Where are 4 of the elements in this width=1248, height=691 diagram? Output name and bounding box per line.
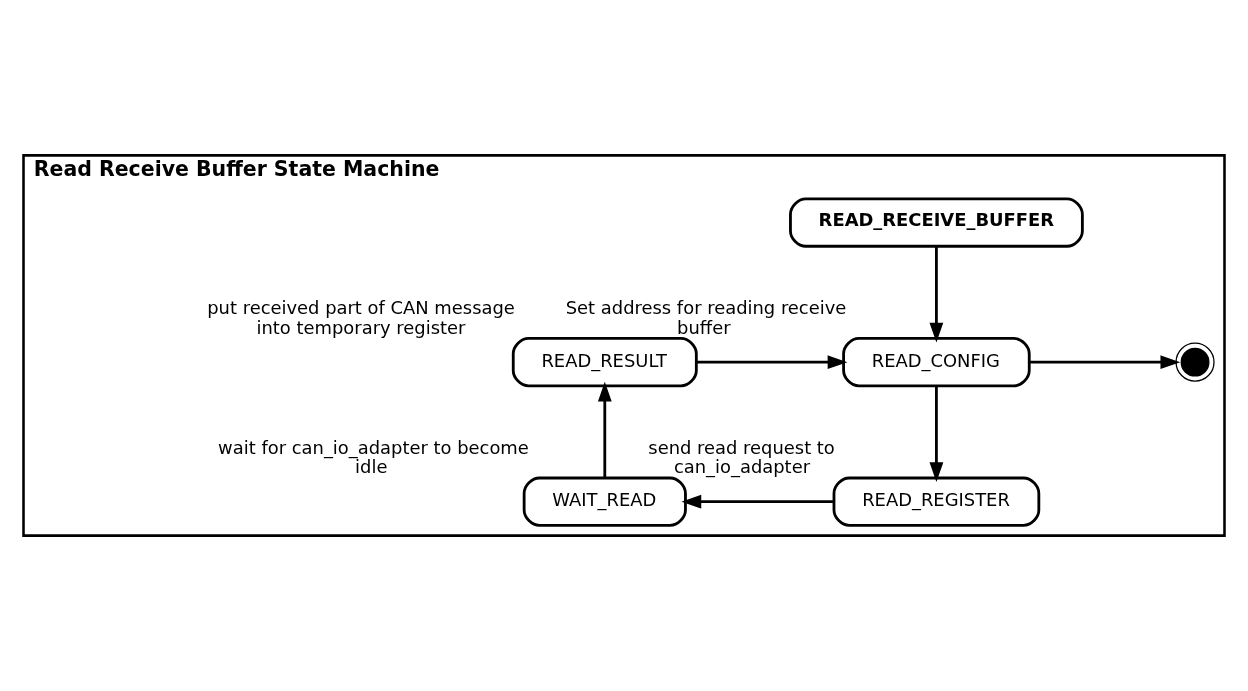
node-label: Set address for reading receive buffer <box>565 297 847 338</box>
node-label: send read request to can_io_adapter <box>648 436 835 478</box>
node-label: wait for can_io_adapter to become idle <box>218 436 529 478</box>
node-label: put received part of CAN message into temporary register <box>207 297 515 338</box>
